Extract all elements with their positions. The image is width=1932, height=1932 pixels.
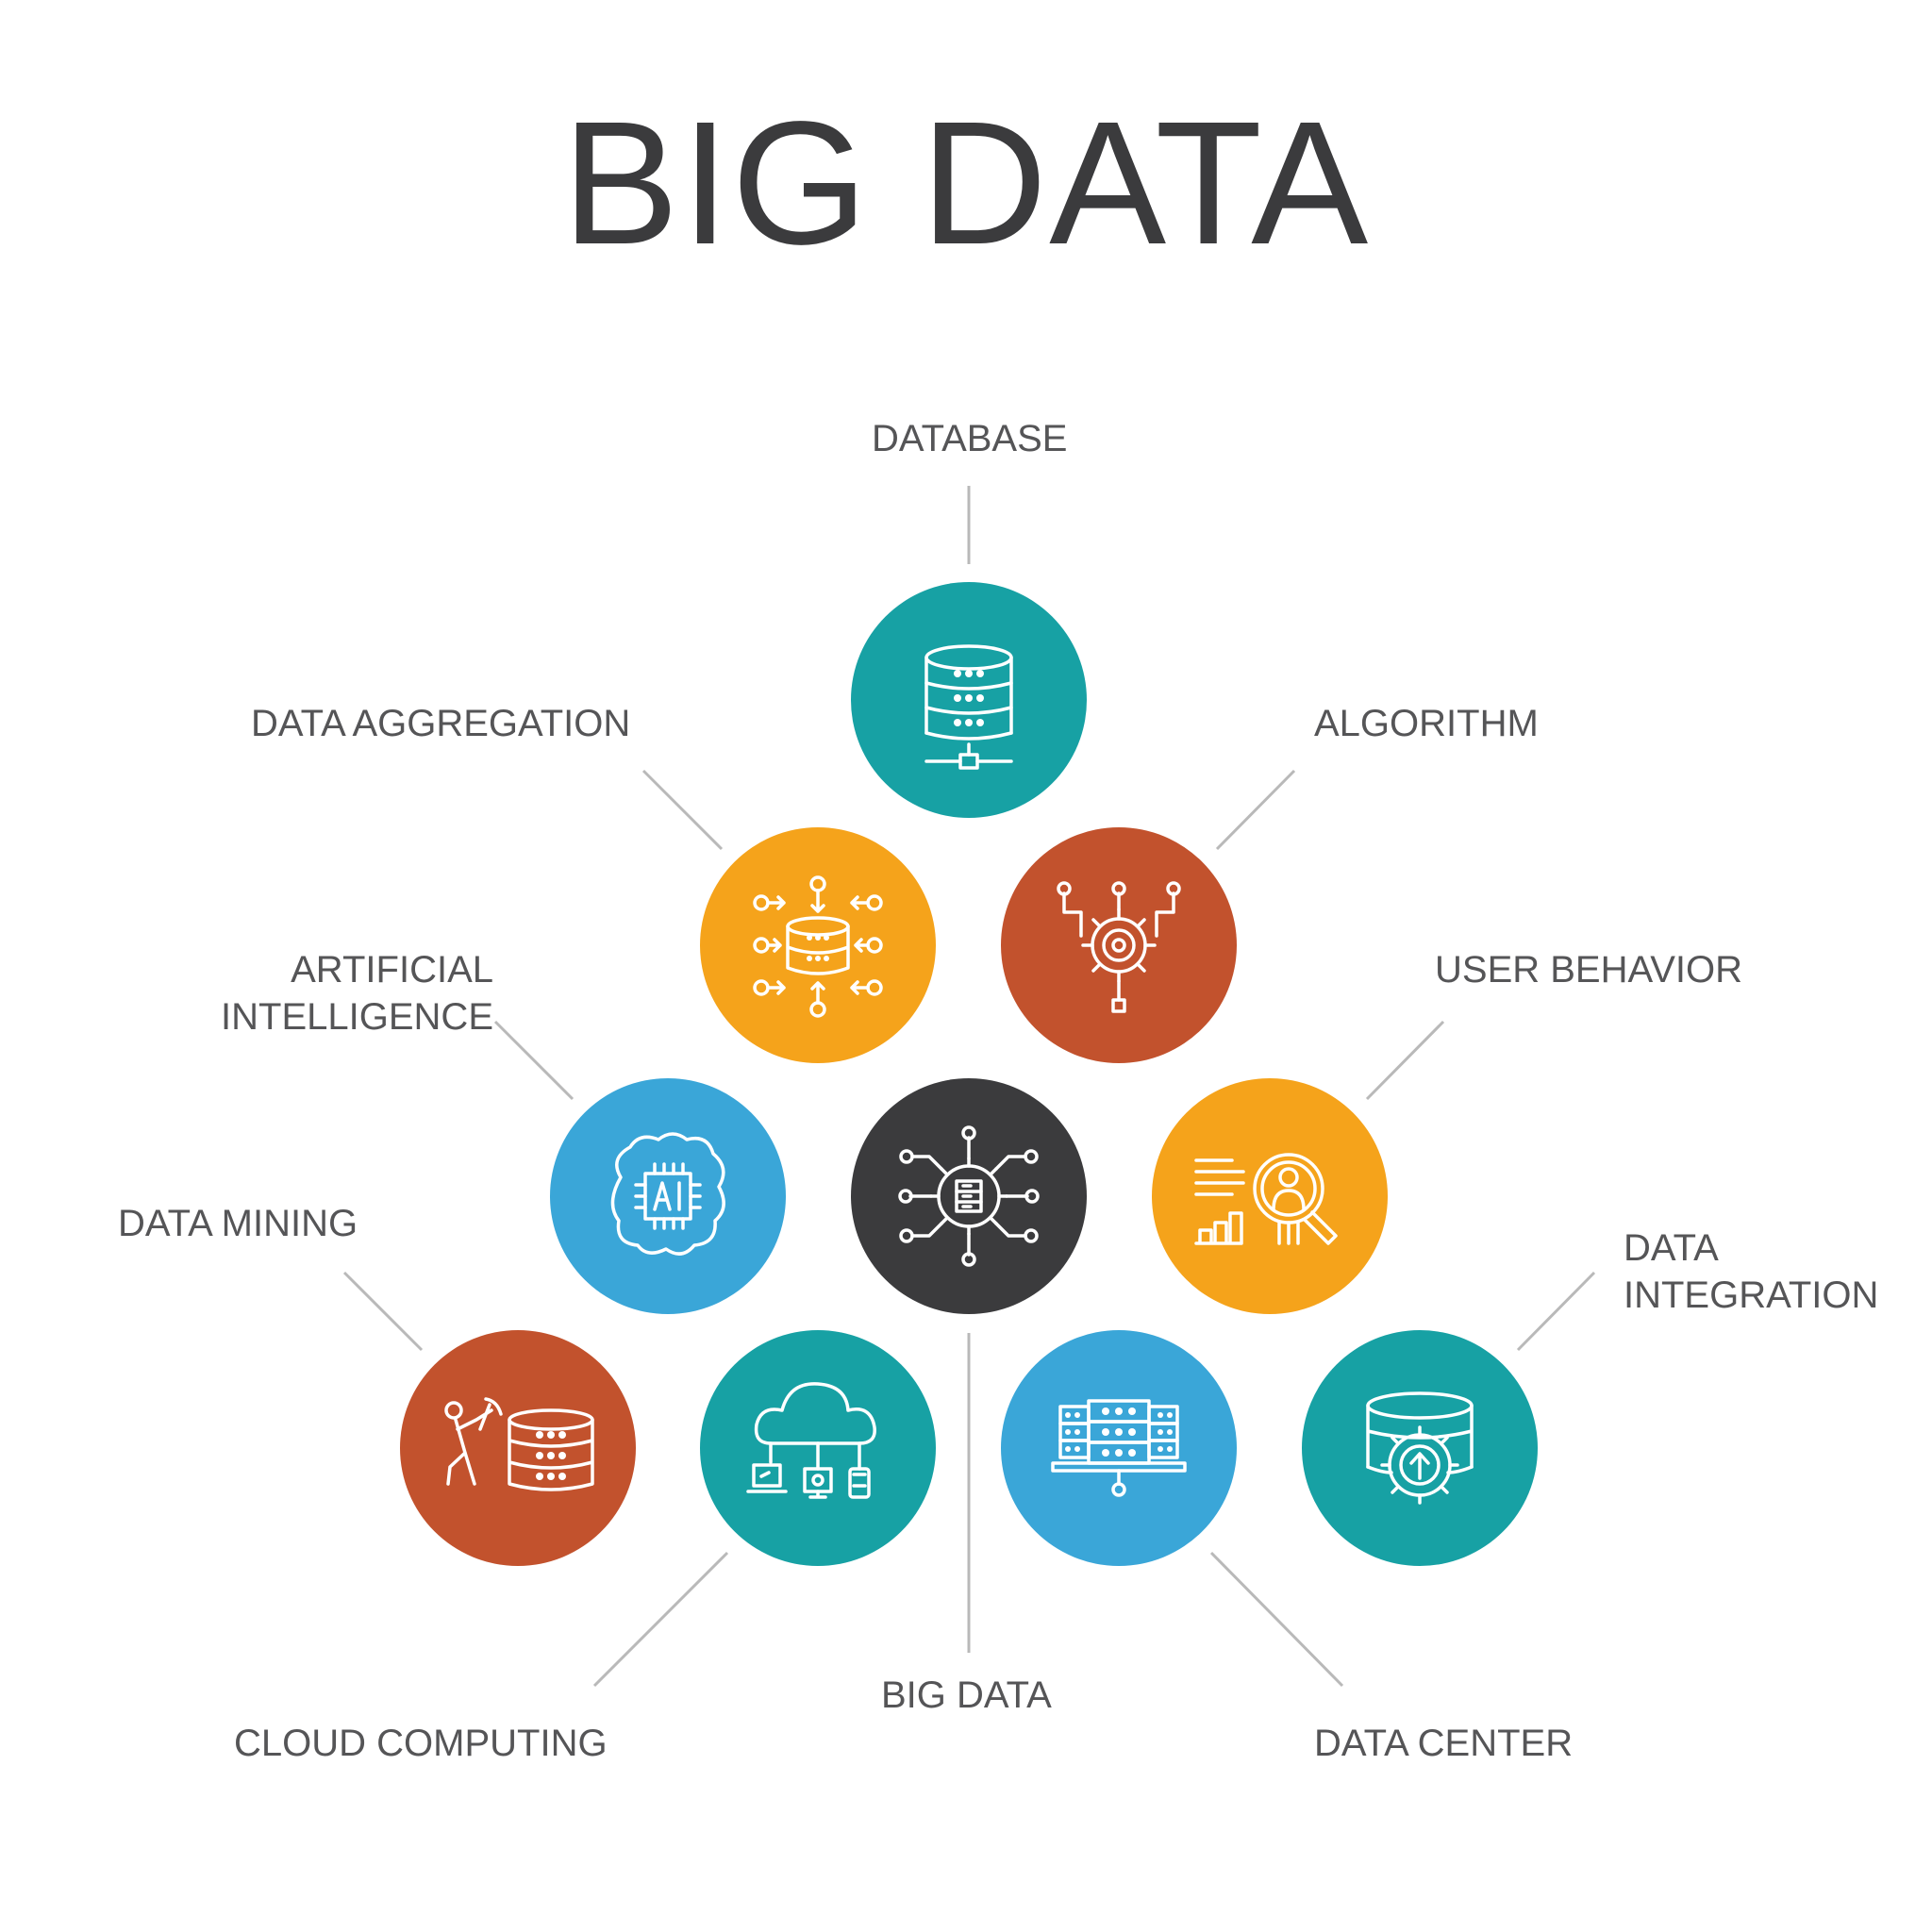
user-behavior-magnifier-icon	[1194, 1153, 1338, 1245]
label-data-mining: DATA MINING	[118, 1203, 358, 1244]
connector-data-integration	[1516, 1271, 1596, 1352]
label-data-integration-line2: INTEGRATION	[1624, 1274, 1879, 1316]
connector-data-aggregation	[641, 769, 724, 851]
data-aggregation-circle	[700, 827, 936, 1063]
label-artificial-intelligence-line2: INTELLIGENCE	[221, 996, 493, 1038]
data-integration-icon	[1366, 1391, 1474, 1505]
label-artificial-intelligence-line1: ARTIFICIAL	[291, 949, 493, 991]
data-mining-circle	[400, 1330, 636, 1566]
algorithm-circle	[1001, 827, 1237, 1063]
connector-data-center	[1209, 1551, 1344, 1688]
label-data-integration-line1: DATA	[1624, 1227, 1719, 1269]
data-aggregation-icon	[753, 875, 883, 1018]
label-data-aggregation: DATA AGGREGATION	[251, 703, 631, 744]
data-center-circle	[1001, 1330, 1237, 1566]
label-big-data: BIG DATA	[881, 1674, 1052, 1716]
database-server-icon	[924, 644, 1013, 770]
data-integration-circle	[1302, 1330, 1538, 1566]
artificial-intelligence-circle	[550, 1078, 786, 1314]
cloud-computing-icon	[746, 1382, 876, 1499]
label-data-integration: DATA INTEGRATION	[1624, 1224, 1878, 1319]
label-cloud-computing: CLOUD COMPUTING	[234, 1723, 608, 1764]
label-algorithm: ALGORITHM	[1314, 703, 1539, 744]
data-mining-icon	[444, 1397, 594, 1491]
connector-data-mining	[342, 1271, 424, 1352]
connector-lines	[342, 486, 1596, 1688]
label-artificial-intelligence: ARTIFICIAL INTELLIGENCE	[213, 946, 493, 1041]
ai-chip-brain-icon	[610, 1132, 725, 1256]
data-center-icon	[1051, 1399, 1187, 1497]
connector-cloud-computing	[592, 1551, 729, 1688]
algorithm-gear-icon	[1057, 881, 1181, 1013]
user-behavior-circle	[1152, 1078, 1388, 1314]
connector-user-behavior	[1365, 1020, 1445, 1101]
big-data-network-icon	[898, 1125, 1040, 1267]
label-database: DATABASE	[872, 418, 1068, 459]
connector-artificial-intelligence	[493, 1020, 575, 1101]
page-title: BIG DATA	[561, 86, 1371, 281]
label-data-center: DATA CENTER	[1314, 1723, 1574, 1764]
label-user-behavior: USER BEHAVIOR	[1435, 949, 1742, 991]
connector-algorithm	[1215, 769, 1296, 851]
